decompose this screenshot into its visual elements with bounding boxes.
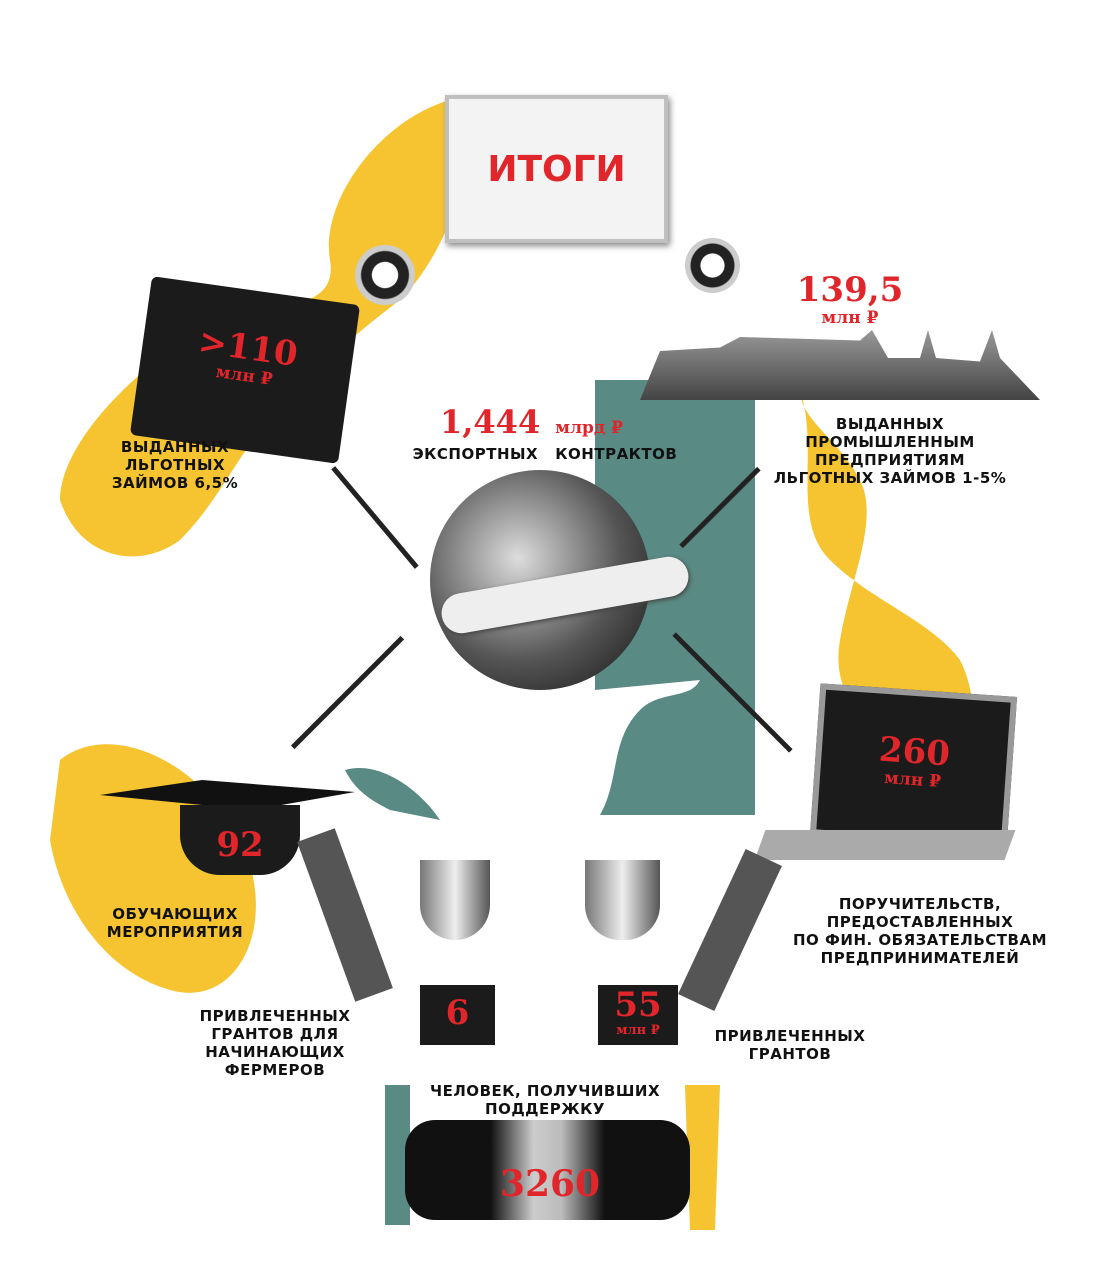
watch-icon [685,238,740,293]
trophy-base: 55 млн ₽ [598,985,678,1045]
industrial-unit: млн ₽ [821,308,879,328]
watch-icon [355,245,415,305]
whiteboard: ИТОГИ [445,95,668,243]
training-value: 92 [216,825,264,865]
yellow-strip-bottom [685,1085,720,1230]
briefcase-icon: >110 млн ₽ [129,276,361,464]
farmer-grants-value: 6 [445,993,470,1033]
teal-panel [595,380,755,815]
people-value: 3260 [499,1163,601,1205]
yellow-ribbon-right [800,390,973,764]
export-value: 1,444 [440,403,541,441]
laptop-icon: 260 млн ₽ [809,683,1018,849]
trophy-icon [585,860,660,940]
export-value-block: 1,444 млрд ₽ [440,403,623,441]
industrial-value: 139,5 [796,270,904,310]
cap-base: 92 [180,805,300,875]
teal-blob-left [345,768,440,820]
export-unit: млрд ₽ [555,418,624,438]
grants-value: 55 [614,985,662,1025]
trophy-base: 6 [420,985,495,1045]
export-label: ЭКСПОРТНЫХ КОНТРАКТОВ [412,445,678,463]
teal-strip-bottom [385,1085,410,1225]
trophy-icon [420,860,490,940]
industrial-value-block: 139,5 млн ₽ [790,272,910,328]
handshake-icon [405,1120,690,1220]
laptop-base [754,830,1016,860]
grants-unit: млн ₽ [616,1023,660,1038]
title: ИТОГИ [487,148,626,190]
